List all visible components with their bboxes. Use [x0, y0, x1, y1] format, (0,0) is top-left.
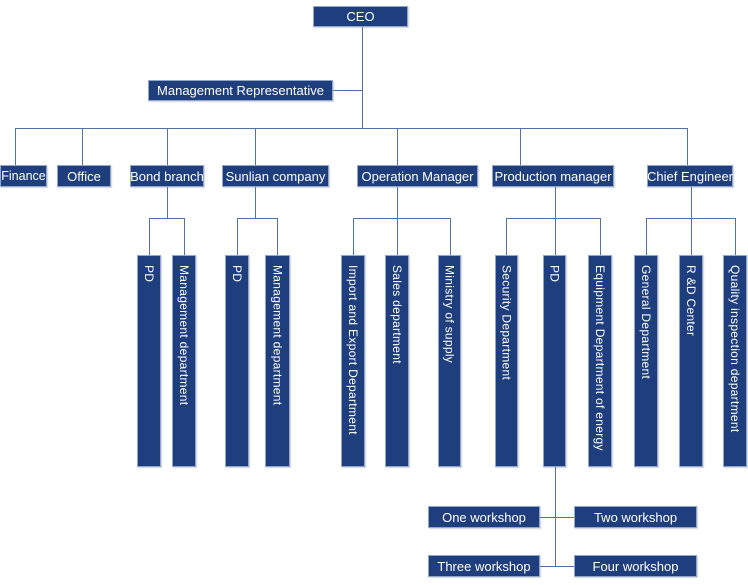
node-bond-branch: Bond branch [130, 165, 204, 187]
connector-drop-operation [397, 128, 398, 165]
node-ceo: CEO [313, 6, 408, 27]
connector-drop-office [82, 128, 83, 165]
node-one-workshop: One workshop [428, 506, 540, 528]
node-production-pd: PD [543, 255, 566, 467]
node-security-department: Security Department [495, 255, 518, 467]
node-two-workshop: Two workshop [574, 506, 697, 528]
node-management-representative: Management Representative [148, 80, 333, 101]
node-operation-manager: Operation Manager [357, 165, 478, 187]
connector-chief-child3 [735, 218, 736, 255]
node-production-manager: Production manager [492, 165, 614, 187]
node-bond-management-department: Management department [172, 255, 196, 467]
connector-drop-production [520, 128, 521, 165]
connector-sunlian-child1 [237, 218, 238, 255]
connector-production-child2 [555, 218, 556, 255]
connector-drop-chief [687, 128, 688, 165]
node-import-export-department: Import and Export Department [341, 255, 365, 467]
connector-operation-child1 [353, 218, 354, 255]
node-sales-department: Sales department [385, 255, 409, 467]
connector-sunlian-down [255, 187, 256, 218]
connector-chief-child1 [646, 218, 647, 255]
connector-sunlian-splitter [237, 218, 278, 219]
node-finance: Finance [0, 165, 47, 187]
node-four-workshop: Four workshop [574, 555, 697, 577]
connector-main-rail [15, 128, 687, 129]
connector-bond-child1 [149, 218, 150, 255]
connector-workshop-row2 [540, 566, 574, 567]
node-bond-pd: PD [137, 255, 161, 467]
connector-chief-child2 [691, 218, 692, 255]
connector-operation-down [397, 187, 398, 218]
node-sunlian-pd: PD [225, 255, 249, 467]
node-sunlian-management-department: Management department [265, 255, 290, 467]
connector-operation-child2 [397, 218, 398, 255]
node-general-department: General Department [634, 255, 658, 467]
connector-drop-finance [15, 128, 16, 165]
connector-production-child1 [506, 218, 507, 255]
node-chief-engineer: Chief Engineer [647, 165, 733, 187]
connector-bond-down [167, 187, 168, 218]
connector-operation-splitter [353, 218, 450, 219]
connector-production-child3 [600, 218, 601, 255]
connector-mgmt-rep [333, 90, 362, 91]
node-rd-center: R &D Center [679, 255, 703, 467]
connector-ceo-down [362, 27, 363, 128]
connector-bond-splitter [149, 218, 185, 219]
connector-sunlian-child2 [277, 218, 278, 255]
connector-production-splitter [506, 218, 601, 219]
node-sunlian-company: Sunlian company [222, 165, 329, 187]
node-quality-inspection-department: Quality inspection department [723, 255, 747, 467]
connector-operation-child3 [450, 218, 451, 255]
connector-drop-bond [167, 128, 168, 165]
node-ministry-of-supply: Ministry of supply [438, 255, 461, 467]
node-equipment-department-of-energy: Equipment Department of energy [588, 255, 612, 467]
node-office: Office [57, 165, 111, 187]
connector-production-down [555, 187, 556, 218]
node-three-workshop: Three workshop [428, 555, 540, 577]
connector-chief-down [691, 187, 692, 218]
connector-bond-child2 [184, 218, 185, 255]
connector-drop-sunlian [255, 128, 256, 165]
connector-workshop-row1 [540, 517, 574, 518]
